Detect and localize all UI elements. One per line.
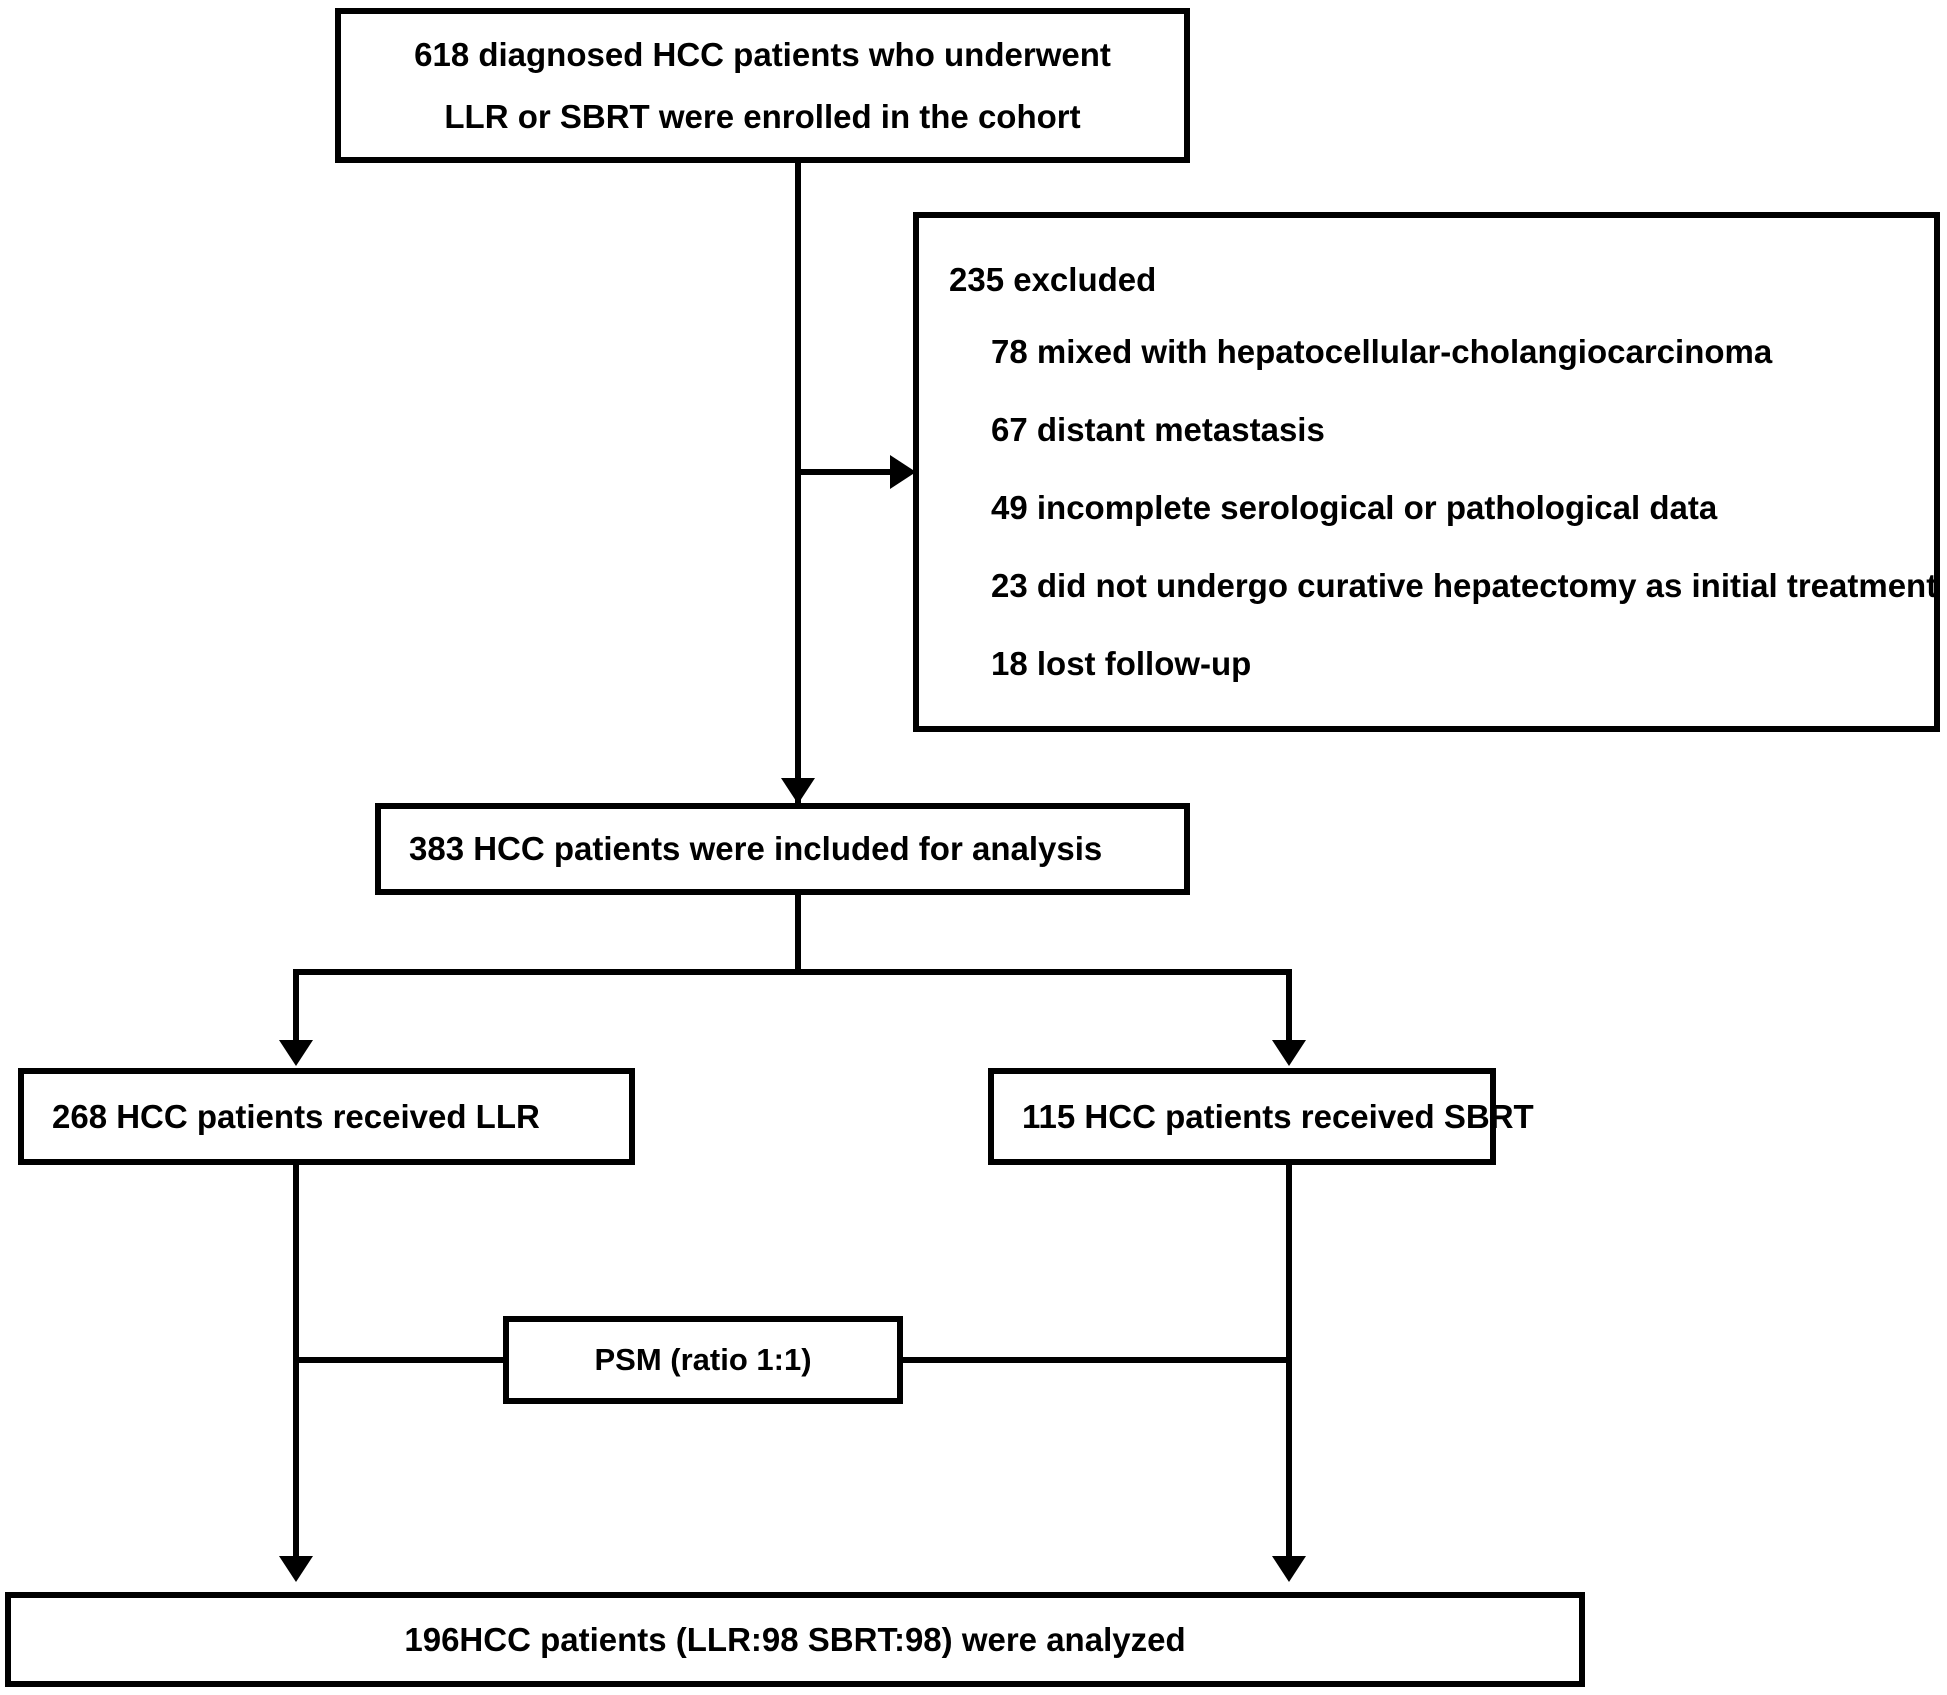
node-included-for-analysis: 383 HCC patients were included for analy… — [375, 803, 1190, 895]
excluded-reason-1: 78 mixed with hepatocellular-cholangioca… — [991, 333, 1773, 370]
arrowhead-to-excluded-icon — [890, 455, 916, 489]
connector-included-stem — [795, 895, 801, 975]
llr-label: 268 HCC patients received LLR — [52, 1097, 540, 1135]
node-analyzed-cohort: 196HCC patients (LLR:98 SBRT:98) were an… — [5, 1592, 1585, 1687]
arrowhead-to-llr-icon — [279, 1040, 313, 1066]
excluded-reason-3: 49 incomplete serological or pathologica… — [991, 489, 1718, 526]
arrowhead-to-included-icon — [781, 778, 815, 804]
node-excluded-reasons: 235 excluded 78 mixed with hepatocellula… — [913, 212, 1940, 732]
psm-label: PSM (ratio 1:1) — [594, 1342, 812, 1377]
enrolled-line-2: LLR or SBRT were enrolled in the cohort — [444, 97, 1081, 135]
excluded-reason-2: 67 distant metastasis — [991, 411, 1325, 448]
arrowhead-to-analyzed-left-icon — [279, 1556, 313, 1582]
excluded-reason-5: 18 lost follow-up — [991, 645, 1252, 682]
excluded-reason-4: 23 did not undergo curative hepatectomy … — [991, 567, 1938, 604]
connector-psm-to-sbrt — [901, 1357, 1290, 1363]
connector-right-arm — [1286, 969, 1292, 1045]
sbrt-label: 115 HCC patients received SBRT — [1022, 1097, 1534, 1135]
analyzed-label: 196HCC patients (LLR:98 SBRT:98) were an… — [404, 1620, 1186, 1658]
node-llr-group: 268 HCC patients received LLR — [18, 1068, 635, 1165]
connector-enrolled-stem — [795, 163, 801, 808]
excluded-heading: 235 excluded — [949, 261, 1157, 298]
arrowhead-to-analyzed-right-icon — [1272, 1556, 1306, 1582]
included-label: 383 HCC patients were included for analy… — [409, 830, 1103, 867]
node-enrolled-cohort: 618 diagnosed HCC patients who underwent… — [335, 8, 1190, 163]
connector-left-arm — [293, 969, 299, 1045]
connector-llr-to-psm — [293, 1357, 505, 1363]
connector-to-excluded — [795, 469, 897, 475]
connector-split-bar — [293, 969, 1292, 975]
node-sbrt-group: 115 HCC patients received SBRT — [988, 1068, 1534, 1165]
arrowhead-to-sbrt-icon — [1272, 1040, 1306, 1066]
enrolled-line-1: 618 diagnosed HCC patients who underwent — [414, 35, 1111, 73]
node-psm: PSM (ratio 1:1) — [503, 1316, 903, 1404]
